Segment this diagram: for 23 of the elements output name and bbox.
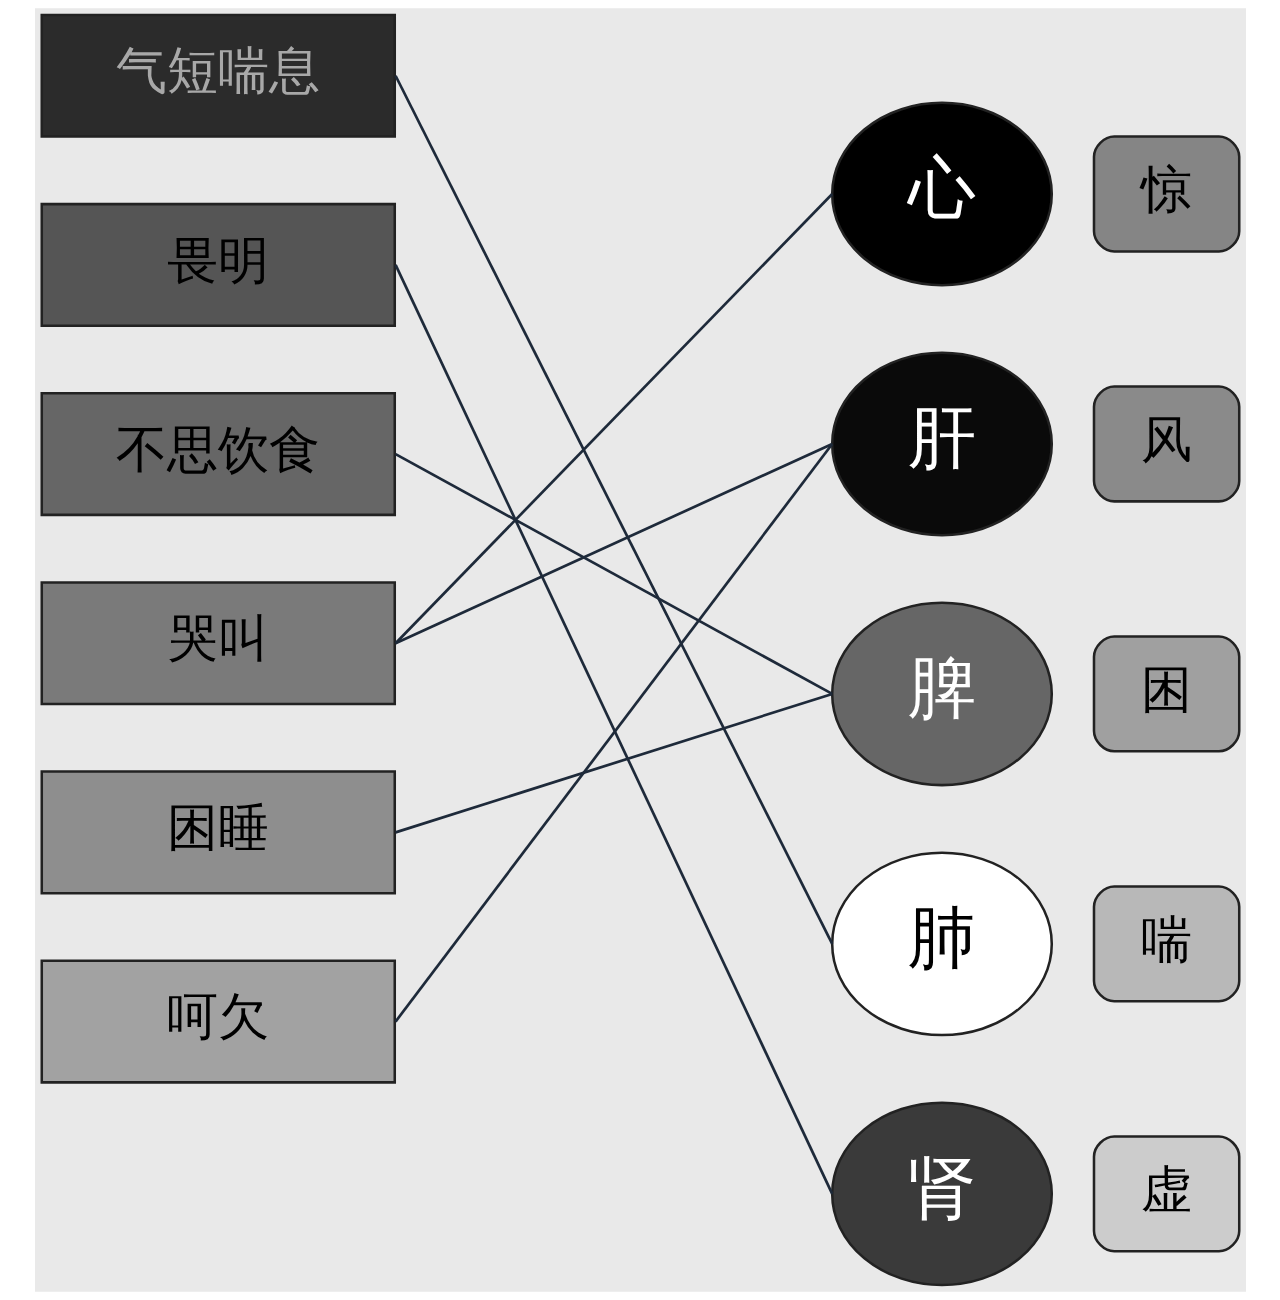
connector (394, 452, 833, 696)
node-ellipse: 肾 (830, 1101, 1053, 1287)
connector (393, 264, 833, 1195)
connector (394, 442, 833, 645)
node-box: 哭叫 (40, 581, 396, 706)
node-box: 虚 (1092, 1135, 1240, 1253)
connector (393, 75, 833, 945)
node-box: 惊 (1092, 135, 1240, 253)
node-ellipse: 脾 (830, 601, 1053, 787)
node-box: 困 (1092, 635, 1240, 753)
node-box: 困睡 (40, 770, 396, 895)
node-ellipse: 肝 (830, 351, 1053, 537)
connector (394, 443, 833, 1023)
node-box: 喘 (1092, 885, 1240, 1003)
node-ellipse: 心 (830, 101, 1053, 287)
node-ellipse: 肺 (830, 851, 1053, 1037)
connector (394, 193, 833, 645)
node-box: 不思饮食 (40, 392, 396, 517)
connector (394, 692, 833, 834)
node-box: 呵欠 (40, 959, 396, 1084)
node-box: 畏明 (40, 202, 396, 327)
node-box: 风 (1092, 385, 1240, 503)
node-box: 气短喘息 (40, 13, 396, 138)
